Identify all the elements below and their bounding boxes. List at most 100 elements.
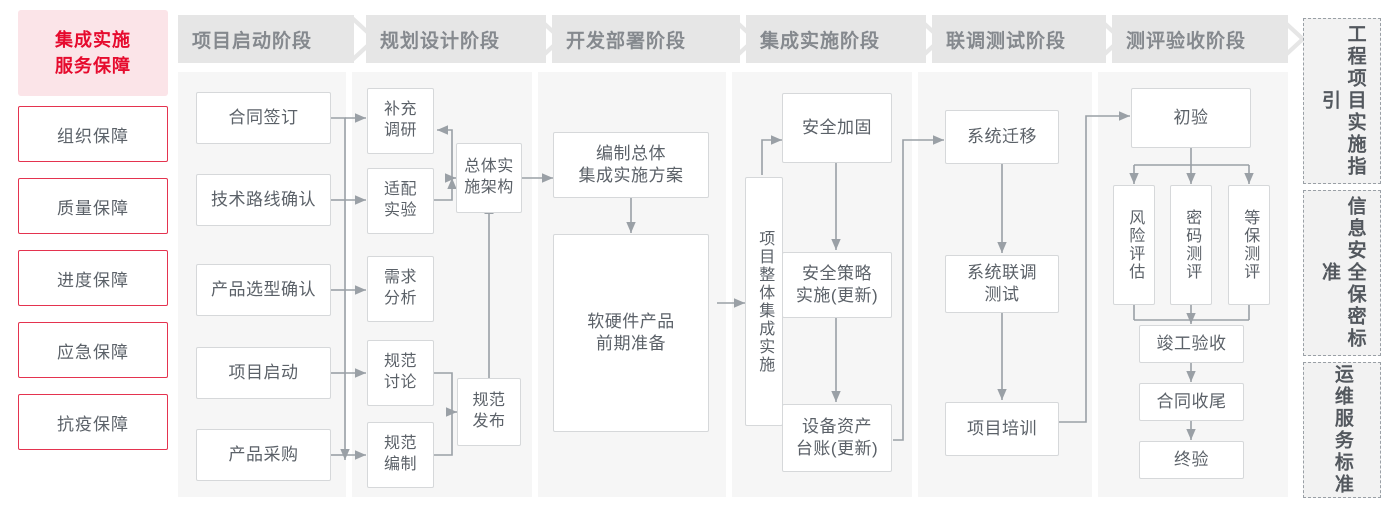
sidebar-item-epidemic[interactable]: 抗疫保障 [18, 394, 168, 450]
node-system-joint-test[interactable]: 系统联调测试 [945, 255, 1059, 313]
node-label-line: 软硬件产品 [587, 311, 675, 331]
node-overall-integration-execution[interactable]: 项目整体集成实施 [745, 177, 783, 426]
node-crypto-evaluation[interactable]: 密码测评 [1170, 185, 1212, 305]
node-mlps-evaluation[interactable]: 等保测评 [1228, 185, 1270, 305]
node-overall-architecture[interactable]: 总体实施架构 [456, 143, 522, 213]
guarantee-title-line-1: 集成实施 [55, 29, 131, 50]
node-label-line: 测试 [984, 285, 1020, 304]
node-label-line: 施架构 [464, 179, 514, 196]
phase-header-initiation[interactable]: 项目启动阶段 [178, 15, 354, 63]
node-label: 系统迁移 [967, 126, 1037, 146]
node-label-line: 规范 [383, 353, 417, 371]
node-contract-closure[interactable]: 合同收尾 [1139, 383, 1244, 421]
node-tech-route-confirm[interactable]: 技术路线确认 [196, 174, 331, 226]
sidebar-item-label: 质量保障 [57, 198, 129, 218]
phase-header-development[interactable]: 开发部署阶段 [552, 15, 740, 63]
phase-header-label: 开发部署阶段 [566, 30, 687, 52]
node-system-migration[interactable]: 系统迁移 [945, 110, 1059, 164]
guarantee-sidebar: 集成实施 服务保障 组织保障 质量保障 进度保障 应急保障 抗疫保障 [18, 10, 168, 505]
node-security-hardening[interactable]: 安全加固 [782, 93, 892, 163]
node-label-line: 规范 [472, 392, 506, 410]
node-label: 项目启动 [228, 362, 299, 382]
node-requirement-analysis[interactable]: 需求分析 [367, 256, 434, 322]
standard-engineering-guideline[interactable]: 工程项目实施指引 [1303, 18, 1381, 184]
node-label: 技术路线确认 [211, 189, 316, 209]
node-project-kickoff[interactable]: 项目启动 [196, 347, 331, 399]
node-standard-release[interactable]: 规范发布 [457, 378, 521, 446]
node-label: 项目培训 [967, 418, 1037, 438]
node-label: 项目整体集成实施 [756, 229, 774, 374]
node-label-line: 前期准备 [596, 334, 666, 353]
node-product-selection[interactable]: 产品选型确认 [196, 264, 331, 316]
standard-label: 运维服务标准 [1331, 364, 1353, 496]
node-label-line: 安全策略 [801, 263, 872, 283]
node-label-line: 编制 [383, 456, 417, 473]
node-label-line: 补充 [383, 101, 417, 119]
node-label-line: 讨论 [383, 374, 417, 391]
node-label: 竣工验收 [1156, 333, 1227, 353]
node-product-purchase[interactable]: 产品采购 [196, 429, 331, 481]
node-project-training[interactable]: 项目培训 [945, 402, 1059, 456]
node-label: 安全加固 [802, 117, 872, 137]
phase-header-label: 测评验收阶段 [1126, 30, 1247, 52]
node-label-line: 系统联调 [967, 262, 1037, 282]
standard-label: 工程项目实施指引 [1319, 24, 1366, 178]
sidebar-item-label: 抗疫保障 [57, 414, 129, 434]
guarantee-title-line-2: 服务保障 [55, 56, 131, 76]
node-final-acceptance[interactable]: 终验 [1139, 441, 1244, 479]
node-label: 合同签订 [228, 107, 299, 127]
node-label: 合同收尾 [1156, 391, 1227, 411]
node-preliminary-acceptance[interactable]: 初验 [1131, 88, 1251, 148]
sidebar-item-label: 组织保障 [57, 126, 129, 146]
phase-header-label: 项目启动阶段 [192, 30, 313, 52]
phase-header-integration[interactable]: 集成实施阶段 [746, 15, 926, 63]
node-label-line: 规范 [383, 435, 417, 453]
sidebar-item-label: 应急保障 [57, 342, 129, 362]
node-asset-ledger[interactable]: 设备资产台账(更新) [782, 404, 892, 472]
node-adaptation-experiment[interactable]: 适配实验 [367, 168, 434, 234]
node-label-line: 实验 [383, 202, 417, 219]
node-label-line: 发布 [472, 413, 506, 430]
node-standard-drafting[interactable]: 规范编制 [367, 422, 434, 488]
standard-ops-service[interactable]: 运维服务标准 [1303, 362, 1381, 498]
sidebar-item-organization[interactable]: 组织保障 [18, 106, 168, 162]
node-label: 风险评估 [1126, 209, 1144, 281]
node-label-line: 需求 [383, 269, 417, 287]
standard-label: 信息安全保密标准 [1319, 196, 1366, 350]
node-label-line: 总体实 [464, 158, 514, 176]
node-label-line: 适配 [383, 181, 417, 199]
node-completion-acceptance[interactable]: 竣工验收 [1139, 325, 1244, 363]
node-security-policy-impl[interactable]: 安全策略实施(更新) [782, 252, 892, 318]
node-label: 等保测评 [1241, 209, 1259, 281]
sidebar-item-emergency[interactable]: 应急保障 [18, 322, 168, 378]
node-label-line: 设备资产 [801, 416, 872, 436]
node-label-line: 实施(更新) [795, 286, 879, 305]
node-label: 初验 [1173, 107, 1209, 127]
guarantee-sidebar-title: 集成实施 服务保障 [18, 10, 168, 96]
node-label: 产品选型确认 [211, 279, 316, 299]
phase-header-label: 集成实施阶段 [760, 30, 881, 52]
standard-infosec-confidentiality[interactable]: 信息安全保密标准 [1303, 190, 1381, 356]
node-overall-integration-plan[interactable]: 编制总体集成实施方案 [553, 132, 709, 198]
phase-header-acceptance[interactable]: 测评验收阶段 [1112, 15, 1288, 63]
phase-header-label: 联调测试阶段 [946, 30, 1067, 52]
node-standard-discussion[interactable]: 规范讨论 [367, 340, 434, 406]
node-contract-signing[interactable]: 合同签订 [196, 92, 331, 144]
node-label: 产品采购 [228, 444, 299, 464]
node-label-line: 分析 [383, 290, 417, 307]
node-label-line: 集成实施方案 [578, 166, 684, 185]
node-label: 密码测评 [1183, 209, 1201, 281]
node-hw-sw-preparation[interactable]: 软硬件产品前期准备 [553, 234, 709, 432]
node-label-line: 调研 [383, 122, 417, 139]
sidebar-item-label: 进度保障 [57, 270, 129, 290]
phase-header-planning[interactable]: 规划设计阶段 [366, 15, 546, 63]
node-label-line: 台账(更新) [795, 439, 879, 458]
node-risk-assessment[interactable]: 风险评估 [1113, 185, 1155, 305]
node-label: 终验 [1174, 449, 1209, 469]
sidebar-item-schedule[interactable]: 进度保障 [18, 250, 168, 306]
sidebar-item-quality[interactable]: 质量保障 [18, 178, 168, 234]
node-label-line: 编制总体 [596, 143, 666, 163]
phase-header-joint-test[interactable]: 联调测试阶段 [932, 15, 1106, 63]
node-supplementary-research[interactable]: 补充调研 [367, 88, 434, 154]
